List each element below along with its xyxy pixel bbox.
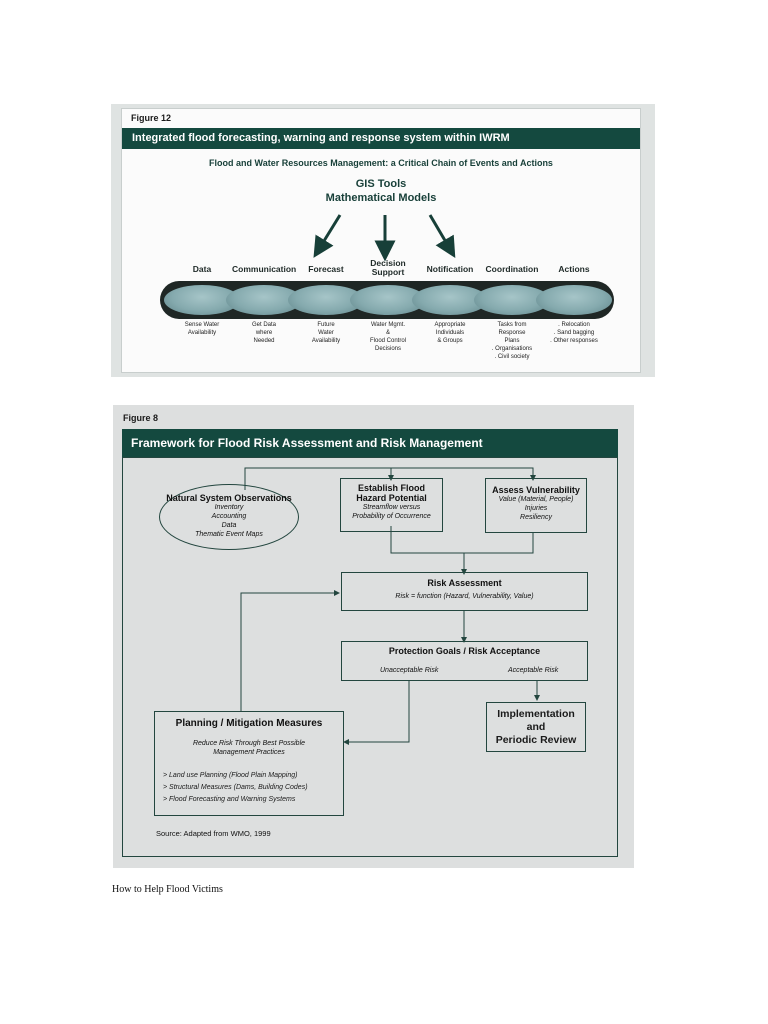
figure-12-label: Figure 12 (131, 113, 172, 123)
figure-12-subtitle: Flood and Water Resources Management: a … (209, 158, 553, 168)
arrow-to-forecast (313, 214, 342, 258)
conn-hazard-down (390, 526, 467, 575)
tool-arrows (313, 214, 456, 262)
mitigation-box: Planning / Mitigation Measures Reduce Ri… (154, 711, 344, 816)
stage-label: Data (192, 264, 212, 274)
hazard-title-2: Hazard Potential (356, 493, 427, 503)
figure-8-title: Framework for Flood Risk Assessment and … (122, 429, 618, 457)
arrow-to-notification (428, 214, 456, 259)
figure-8-source: Source: Adapted from WMO, 1999 (156, 829, 271, 838)
risk-assessment-box: Risk Assessment Risk = function (Hazard,… (341, 572, 588, 611)
conn-unacceptable-to-mitigation (343, 681, 410, 745)
conn-natural-to-top (244, 467, 394, 490)
mitigation-title: Planning / Mitigation Measures (175, 718, 323, 729)
page-caption: How to Help Flood Victims (112, 884, 223, 895)
hazard-title-1: Establish Flood (357, 483, 425, 493)
stage-label: Communication (232, 264, 297, 274)
acceptable-risk-label: Acceptable Risk (508, 667, 559, 674)
risk-formula: Risk = function (Hazard, Vulnerability, … (395, 593, 534, 600)
conn-top-to-vuln (391, 467, 536, 481)
vulnerability-sub: Injuries (524, 505, 548, 512)
stage-oval (536, 285, 612, 315)
natural-item: Inventory (214, 504, 244, 511)
stage-label: Notification (426, 264, 474, 274)
mitigation-item: > Flood Forecasting and Warning Systems (163, 796, 296, 803)
vulnerability-sub: Value (Material, People) (498, 496, 574, 503)
hazard-sub: Probability of Occurrence (352, 513, 431, 520)
figure-8: Figure 8 Framework for Flood Risk Assess… (113, 405, 634, 868)
natural-observations-ellipse: Natural System Observations Inventory Ac… (159, 484, 299, 550)
natural-title: Natural System Observations (166, 493, 292, 503)
mitigation-item: > Land use Planning (Flood Plain Mapping… (163, 772, 298, 779)
mitigation-list: > Land use Planning (Flood Plain Mapping… (163, 770, 308, 806)
mitigation-sub: Management Practices (213, 749, 285, 756)
gis-tools-label: GIS Tools (355, 178, 407, 190)
math-models-label: Mathematical Models (325, 192, 437, 204)
figure-8-label: Figure 8 (123, 413, 159, 423)
vulnerability-box: Assess Vulnerability Value (Material, Pe… (485, 478, 587, 533)
mitigation-item: > Structural Measures (Dams, Building Co… (163, 784, 308, 791)
protection-goals-box: Protection Goals / Risk Acceptance Unacc… (341, 641, 588, 681)
figure-12-panel: Figure 12 Integrated flood forecasting, … (121, 108, 641, 373)
implementation-box: Implementation and Periodic Review (486, 702, 586, 752)
natural-item: Data (221, 522, 237, 529)
vulnerability-title: Assess Vulnerability (492, 485, 580, 495)
natural-item: Thematic Event Maps (195, 531, 263, 538)
natural-item: Accounting (211, 513, 247, 520)
tools-block: GIS Tools Mathematical Models (122, 177, 640, 205)
conn-vuln-down (464, 533, 534, 554)
figure-8-panel: Natural System Observations Inventory Ac… (122, 457, 618, 857)
hazard-box: Establish Flood Hazard Potential Streamf… (340, 478, 443, 532)
stage-label: Forecast (308, 264, 344, 274)
stage-label: Actions (558, 264, 590, 274)
vulnerability-sub: Resiliency (520, 514, 552, 521)
stage-label: Coordination (485, 264, 539, 274)
flow-connectors (240, 467, 540, 745)
figure-12-title: Integrated flood forecasting, warning an… (122, 128, 640, 149)
impl-line: Implementation (497, 708, 575, 720)
protection-title: Protection Goals / Risk Acceptance (388, 646, 541, 656)
stage-description: . Relocation. Sand bagging. Other respon… (550, 322, 598, 344)
unacceptable-risk-label: Unacceptable Risk (380, 667, 439, 674)
impl-line: and (526, 721, 546, 733)
mitigation-sub: Reduce Risk Through Best Possible (192, 740, 306, 747)
impl-line: Periodic Review (495, 734, 577, 746)
risk-title: Risk Assessment (427, 578, 502, 588)
figure-12: Figure 12 Integrated flood forecasting, … (111, 104, 655, 377)
conn-mitigation-loop (240, 590, 340, 711)
hazard-sub: Streamflow versus (362, 504, 421, 511)
